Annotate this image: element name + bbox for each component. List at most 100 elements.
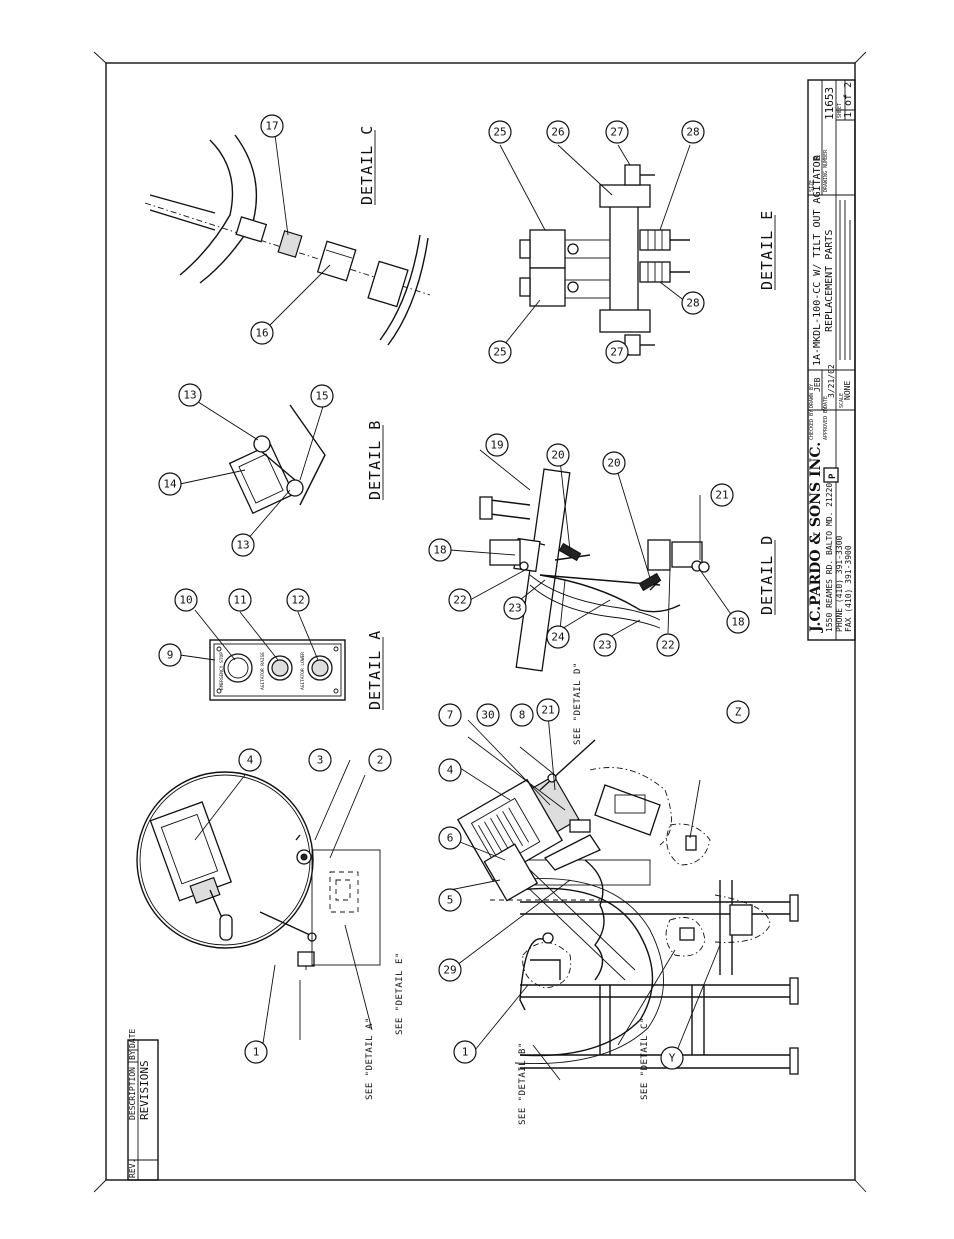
agitator-lower-button[interactable]: [307, 655, 333, 681]
callout-13b: 13: [231, 533, 255, 557]
detail-b-bracket: [228, 404, 326, 515]
svg-text:30: 30: [481, 709, 494, 722]
detail-b-location: [519, 932, 572, 1011]
svg-text:4: 4: [447, 764, 454, 777]
callout-24: 24: [546, 625, 570, 649]
tilt-arm: [519, 834, 636, 981]
svg-text:25: 25: [493, 346, 506, 359]
callout-12: 12: [286, 588, 310, 612]
see-detail-a: SEE "DETAIL A": [365, 1017, 375, 1100]
callout-13a: 13: [178, 383, 202, 407]
date-column-label: DATE: [128, 1029, 137, 1048]
svg-text:27: 27: [610, 346, 623, 359]
svg-text:18: 18: [433, 544, 446, 557]
svg-text:1: 1: [462, 1046, 469, 1059]
detail-e-title: DETAIL E: [758, 210, 776, 290]
see-detail-notes: SEE "DETAIL A" SEE "DETAIL E" SEE "DETAI…: [365, 662, 650, 1125]
svg-text:5: 5: [447, 894, 454, 907]
svg-text:22: 22: [661, 639, 674, 652]
svg-text:18: 18: [731, 616, 744, 629]
callout-2: 2: [368, 748, 392, 772]
company-phone: PHONE (410) 391-3300: [835, 535, 844, 632]
callout-8: 8: [510, 703, 534, 727]
title-notes: [839, 200, 851, 360]
svg-text:9: 9: [167, 649, 174, 662]
approved-by-label: APPROVED BY: [823, 407, 829, 440]
svg-text:24: 24: [551, 631, 565, 644]
svg-text:20: 20: [607, 457, 620, 470]
callout-23b: 23: [593, 633, 617, 657]
svg-text:21: 21: [715, 489, 728, 502]
detail-c-coupling: [144, 134, 431, 346]
rev-column-label: REV.: [128, 1159, 137, 1178]
kettle-side-view: [456, 739, 799, 1075]
callout-10: 10: [174, 588, 198, 612]
size-label: SIZE: [809, 180, 815, 192]
drawing-number-label: DRAWING NUMBER: [823, 149, 829, 192]
svg-text:1: 1: [253, 1046, 260, 1059]
drawn-by-label: DRAWN BY: [809, 384, 815, 408]
callout-5: 5: [438, 888, 462, 912]
callout-17: 17: [260, 114, 284, 138]
company-address-2: BALTO MD. 21220: [825, 483, 834, 555]
svg-text:27: 27: [610, 126, 623, 139]
revisions-title: REVISIONS: [138, 1060, 151, 1120]
svg-text:2: 2: [377, 754, 384, 767]
callout-6: 6: [438, 826, 462, 850]
detail-z-location: [666, 823, 711, 866]
detail-c-title: DETAIL C: [358, 125, 376, 205]
callout-7: 7: [438, 703, 462, 727]
callout-28b: 28: [681, 291, 705, 315]
svg-text:21: 21: [541, 704, 554, 717]
detail-b-title: DETAIL B: [366, 420, 384, 500]
see-detail-e: SEE "DETAIL E": [395, 952, 405, 1035]
svg-text:Y: Y: [669, 1052, 676, 1065]
agitator-motor-top: [149, 801, 233, 904]
drawn-by: JEB: [813, 377, 822, 392]
callout-4b: 4: [438, 758, 462, 782]
svg-text:6: 6: [447, 832, 454, 845]
svg-text:13: 13: [183, 389, 196, 402]
company-name: J.C.PARDO & SONS INC.: [808, 442, 824, 634]
callout-25b: 25: [488, 340, 512, 364]
detail-a-title: DETAIL A: [366, 630, 384, 710]
callout-4a: 4: [238, 748, 262, 772]
svg-text:25: 25: [493, 126, 506, 139]
emergency-stop-button[interactable]: [223, 653, 253, 683]
title-block: J.C.PARDO & SONS INC. 1550 REAMES RD. BA…: [807, 79, 856, 641]
svg-text:16: 16: [255, 327, 268, 340]
callout-9: 9: [158, 643, 182, 667]
agitator-raise-label: AGITATOR RAISE: [260, 652, 266, 690]
svg-text:19: 19: [490, 439, 503, 452]
callout-27b: 27: [605, 340, 629, 364]
scale: NONE: [843, 381, 852, 400]
date-label: DATE: [823, 396, 829, 408]
callout-20a: 20: [546, 443, 570, 467]
company-address-1: 1550 REAMES RD.: [825, 560, 834, 632]
svg-text:14: 14: [163, 478, 177, 491]
svg-text:28: 28: [686, 297, 699, 310]
drawing-title-line-1: 1A-MKDL-100-CC W/ TILT OUT AGITATOR: [812, 154, 823, 366]
company-fax: FAX (410) 391-3900: [844, 545, 853, 632]
callout-29: 29: [438, 958, 462, 982]
svg-text:26: 26: [551, 126, 564, 139]
callout-26: 26: [546, 120, 570, 144]
callout-25a: 25: [488, 120, 512, 144]
tilt-cylinder-side: [539, 739, 661, 836]
svg-text:28: 28: [686, 126, 699, 139]
callout-21b: 21: [710, 483, 734, 507]
agitator-raise-button[interactable]: [267, 655, 293, 681]
callout-3: 3: [308, 748, 332, 772]
callout-30: 30: [476, 703, 500, 727]
callout-z: Z: [726, 700, 750, 724]
description-column-label: DESCRIPTION: [128, 1067, 137, 1120]
svg-text:3: 3: [317, 754, 324, 767]
checked-by-label: CHECKED BY: [809, 410, 815, 440]
emergency-stop-label: EMERGENCY STOP: [219, 652, 225, 690]
callout-28a: 28: [681, 120, 705, 144]
svg-text:P: P: [828, 473, 838, 479]
svg-text:Z: Z: [735, 706, 742, 719]
sheet-label: SHEET: [837, 103, 843, 118]
callout-22a: 22: [448, 588, 472, 612]
